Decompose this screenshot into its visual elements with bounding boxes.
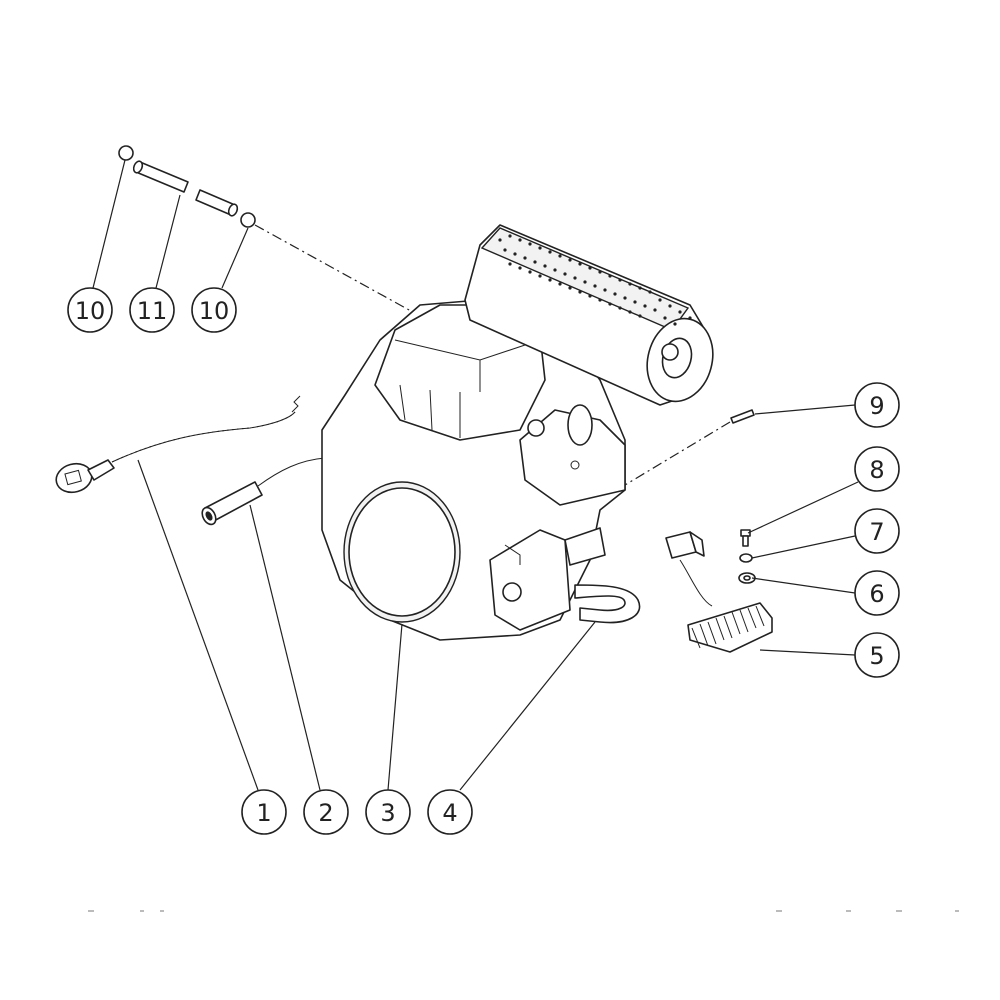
callout-9-label: 9	[869, 392, 884, 420]
callout-1: 1	[241, 789, 287, 835]
callout-3-label: 3	[380, 799, 395, 827]
callout-5: 5	[854, 632, 900, 678]
callout-6-label: 6	[869, 580, 884, 608]
voltage-regulator-icon	[665, 531, 773, 653]
callout-4-label: 4	[442, 799, 457, 827]
callout-2-label: 2	[318, 799, 333, 827]
callout-11: 11	[129, 287, 175, 333]
screw-icon	[740, 529, 751, 547]
cropped-footer-marks	[88, 910, 959, 912]
leader-lines	[92, 159, 859, 791]
callout-4: 4	[427, 789, 473, 835]
fuel-line-segment-icon	[195, 189, 239, 217]
callout-10b-label: 10	[199, 297, 230, 325]
callout-7-label: 7	[869, 518, 884, 546]
callout-3: 3	[365, 789, 411, 835]
callout-9: 9	[854, 382, 900, 428]
assembly-line	[254, 224, 421, 317]
callout-6: 6	[854, 570, 900, 616]
callout-7: 7	[854, 508, 900, 554]
choke-cable-icon	[55, 395, 301, 494]
callout-10b: 10	[191, 287, 237, 333]
callout-11-label: 11	[137, 297, 168, 325]
fuel-line-segment-icon	[132, 160, 189, 193]
lock-washer-icon	[739, 553, 753, 563]
callout-1-label: 1	[256, 799, 271, 827]
air-filter-icon	[464, 224, 714, 406]
hose-clamp-icon	[118, 145, 134, 161]
assembly-line	[624, 421, 731, 486]
callout-8-label: 8	[869, 456, 884, 484]
callout-2: 2	[303, 789, 349, 835]
callout-8: 8	[854, 446, 900, 492]
fuel-line-assembly	[118, 145, 421, 317]
engine-icon	[321, 299, 626, 641]
pin-icon	[624, 409, 755, 486]
callout-5-label: 5	[869, 642, 884, 670]
hose-clamp-icon	[240, 212, 256, 228]
connector-plug-icon	[201, 457, 326, 526]
callout-10a: 10	[67, 287, 113, 333]
hose-icon	[574, 584, 641, 624]
callout-10a-label: 10	[75, 297, 106, 325]
